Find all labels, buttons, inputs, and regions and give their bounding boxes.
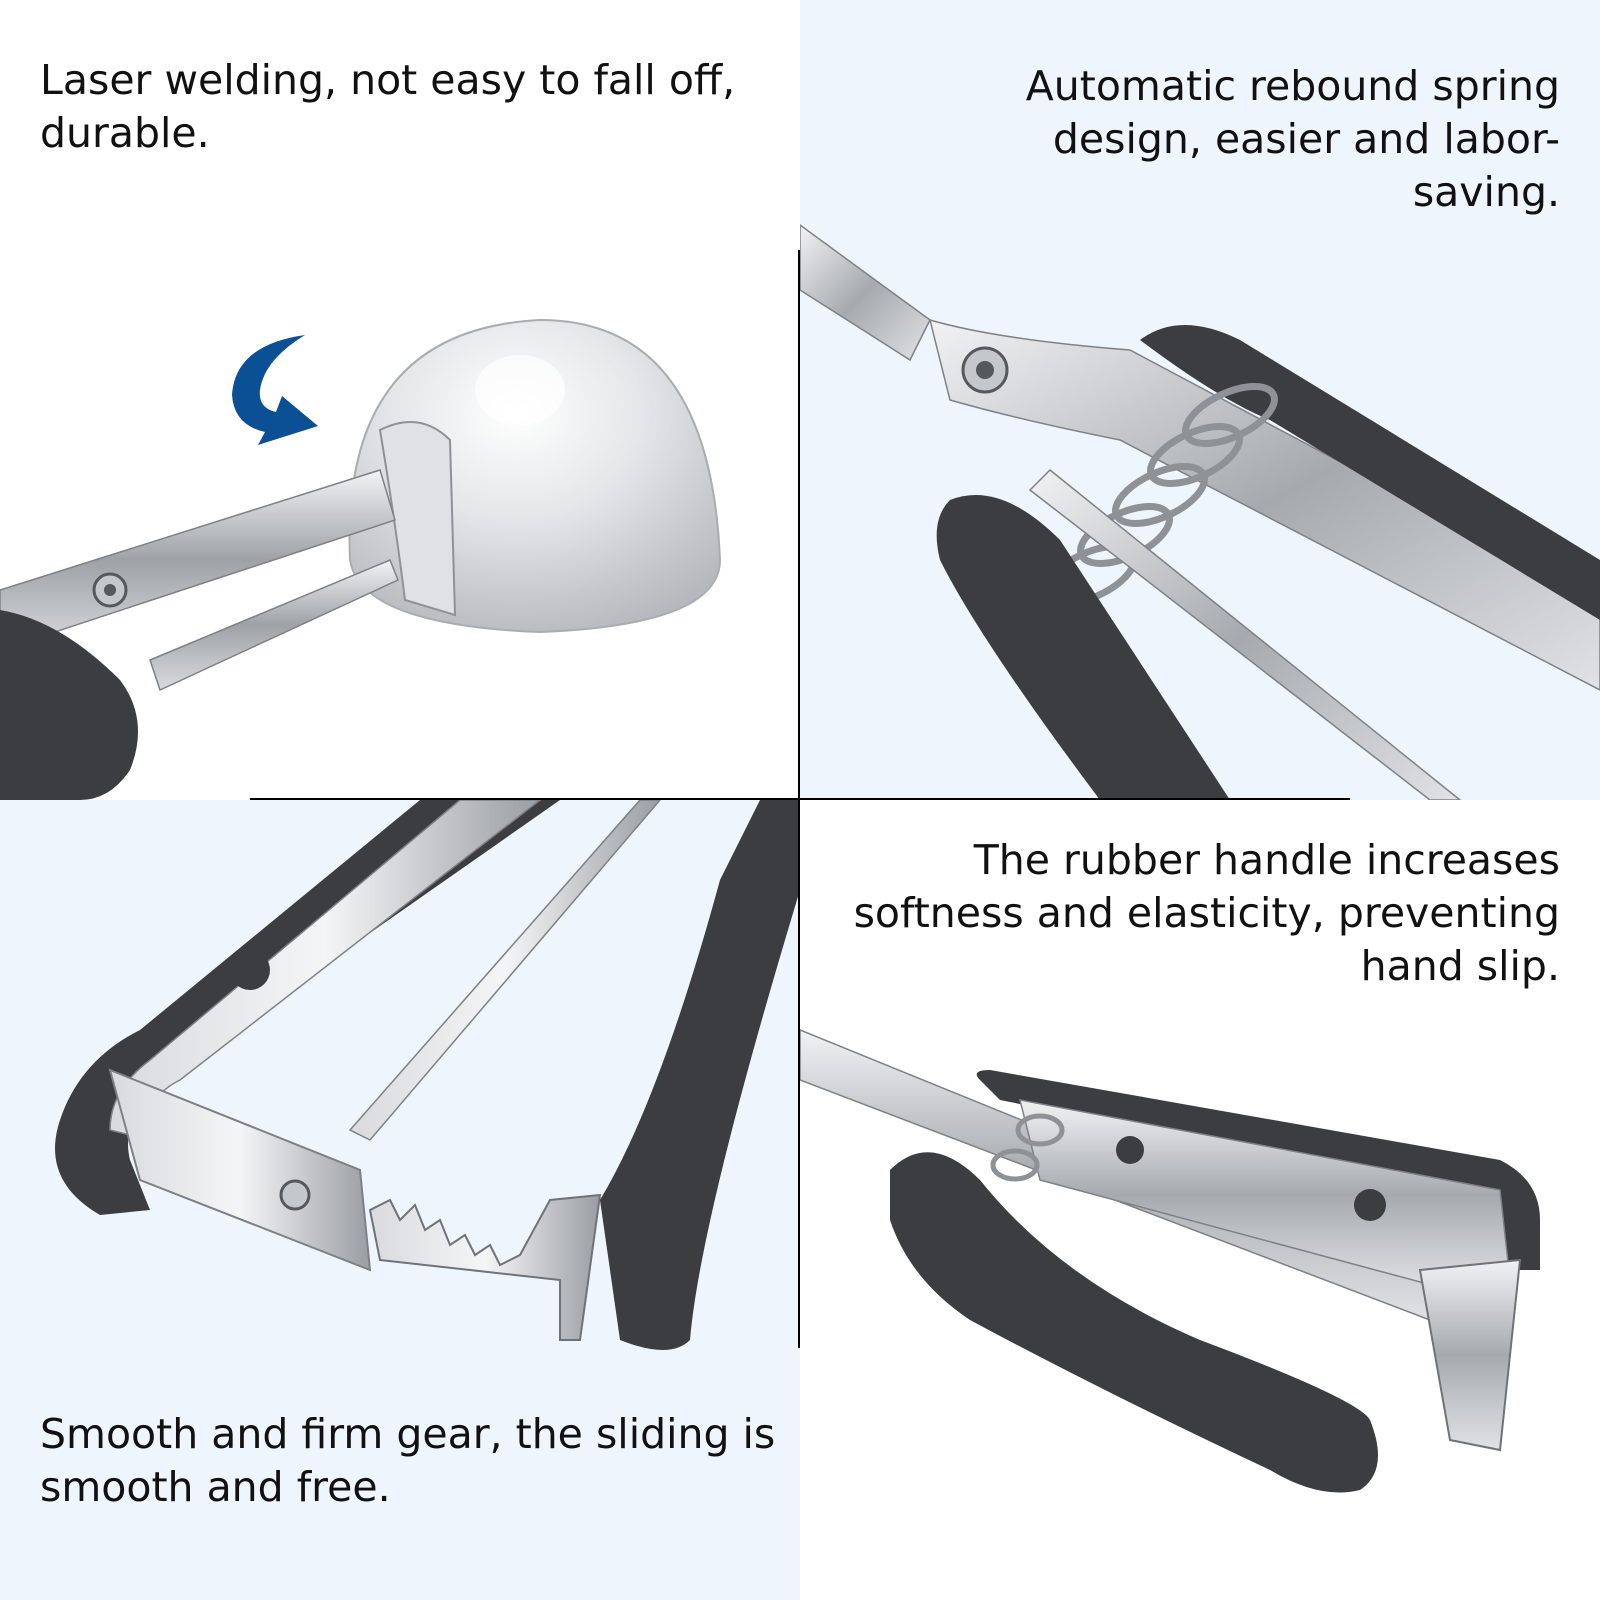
divider-vertical-top (798, 250, 800, 798)
divider-horizontal-right (800, 798, 1350, 800)
caption-laser-welding: Laser welding, not easy to fall off, dur… (40, 56, 736, 157)
caption-rubber-handle: The rubber handle increases softness and… (853, 836, 1560, 990)
divider-horizontal-left (250, 798, 800, 800)
caption-smooth-gear: Smooth and firm gear, the sliding is smo… (40, 1410, 776, 1511)
panel-laser-welding: Laser welding, not easy to fall off, dur… (0, 0, 800, 800)
scoop-head-illustration (0, 318, 722, 800)
divider-vertical-bottom (798, 800, 800, 1348)
panel-rebound-spring: Automatic rebound spring design, easier … (800, 0, 1600, 800)
spring-mechanism-illustration (800, 224, 1600, 800)
rubber-handle-illustration (800, 1029, 1540, 1493)
caption-rebound-spring: Automatic rebound spring design, easier … (1025, 62, 1560, 216)
panel-smooth-gear: Smooth and firm gear, the sliding is smo… (0, 800, 800, 1600)
curved-arrow-icon (232, 335, 318, 445)
panel-rubber-handle: The rubber handle increases softness and… (800, 800, 1600, 1600)
gear-illustration (55, 800, 800, 1350)
